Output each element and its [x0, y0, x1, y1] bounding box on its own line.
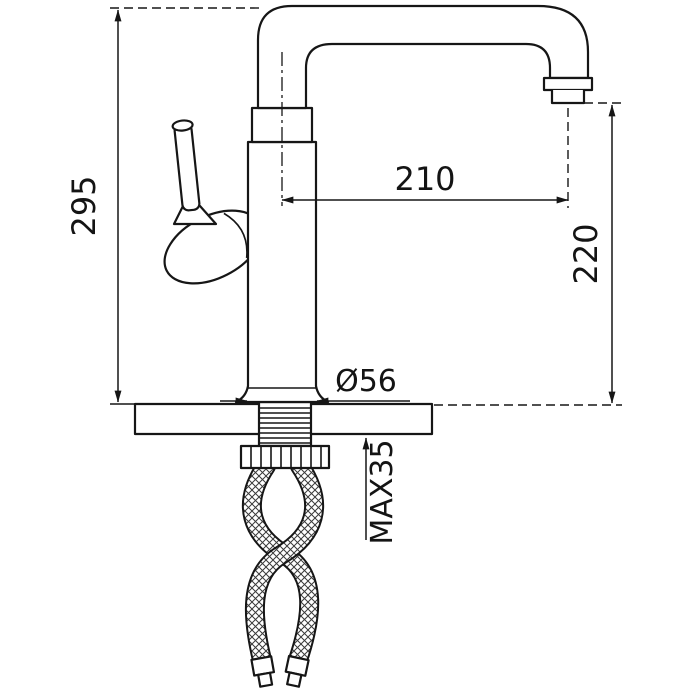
- hose-fitting-right: [284, 654, 310, 688]
- lever-handle: [171, 119, 218, 226]
- label-outlet-height: 220: [567, 223, 605, 284]
- label-overall-height: 295: [65, 175, 103, 236]
- dimension-overall-height: 295: [65, 7, 264, 405]
- dimension-max-thickness: MAX35: [362, 437, 400, 545]
- mounting-nut: [239, 444, 331, 470]
- hose-fitting-left: [250, 655, 276, 688]
- label-max-thickness: MAX35: [365, 439, 400, 544]
- supply-hoses: [241, 456, 325, 688]
- dimension-outlet-height: 220: [434, 102, 622, 406]
- spout-outlet: [550, 90, 586, 105]
- threaded-shank: [257, 400, 313, 448]
- dimension-spout-reach: 210: [281, 108, 569, 208]
- label-spout-reach: 210: [394, 160, 455, 198]
- dimension-base-diameter: Ø56: [220, 364, 410, 405]
- spout-tube: [256, 4, 590, 110]
- label-base-diameter: Ø56: [335, 364, 397, 399]
- spout-collar: [542, 76, 594, 92]
